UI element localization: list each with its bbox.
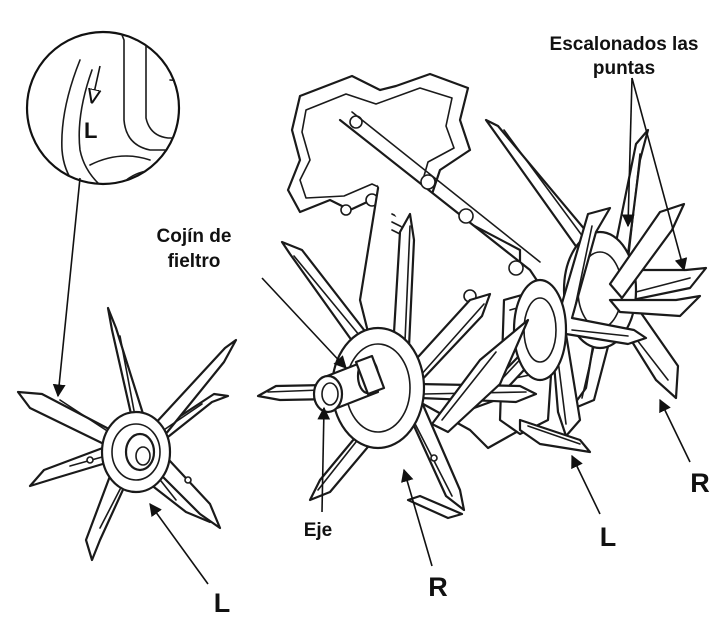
center-r-label: R xyxy=(428,572,448,602)
staggered-tips-label-line2: puntas xyxy=(593,58,655,79)
assembly-l-label: L xyxy=(600,522,617,552)
staggered-tips-leader-2 xyxy=(631,77,688,272)
middle-right-tine xyxy=(472,206,648,454)
felt-pad-label-line2: fieltro xyxy=(168,251,221,272)
detail-letter-l: L xyxy=(84,118,97,143)
front-tine xyxy=(256,212,538,520)
assembly-l-leader xyxy=(571,454,601,515)
felt-pad-leader xyxy=(261,277,347,369)
standalone-l-leader xyxy=(149,502,209,585)
shaft-leader xyxy=(317,406,331,513)
standalone-left-tine xyxy=(16,306,238,562)
detail-magnifier: L xyxy=(25,30,181,186)
shaft-label: Eje xyxy=(304,520,333,541)
staggered-tips-leader-1 xyxy=(621,77,635,228)
staggered-tips-label-line1: Escalonados las xyxy=(550,34,699,55)
center-r-leader xyxy=(401,468,433,567)
right-r-label: R xyxy=(690,468,710,498)
standalone-l-label: L xyxy=(214,588,231,618)
felt-pad-label-line1: Cojín de xyxy=(157,226,232,247)
detail-leader-line xyxy=(52,177,81,398)
right-r-leader xyxy=(659,398,691,463)
